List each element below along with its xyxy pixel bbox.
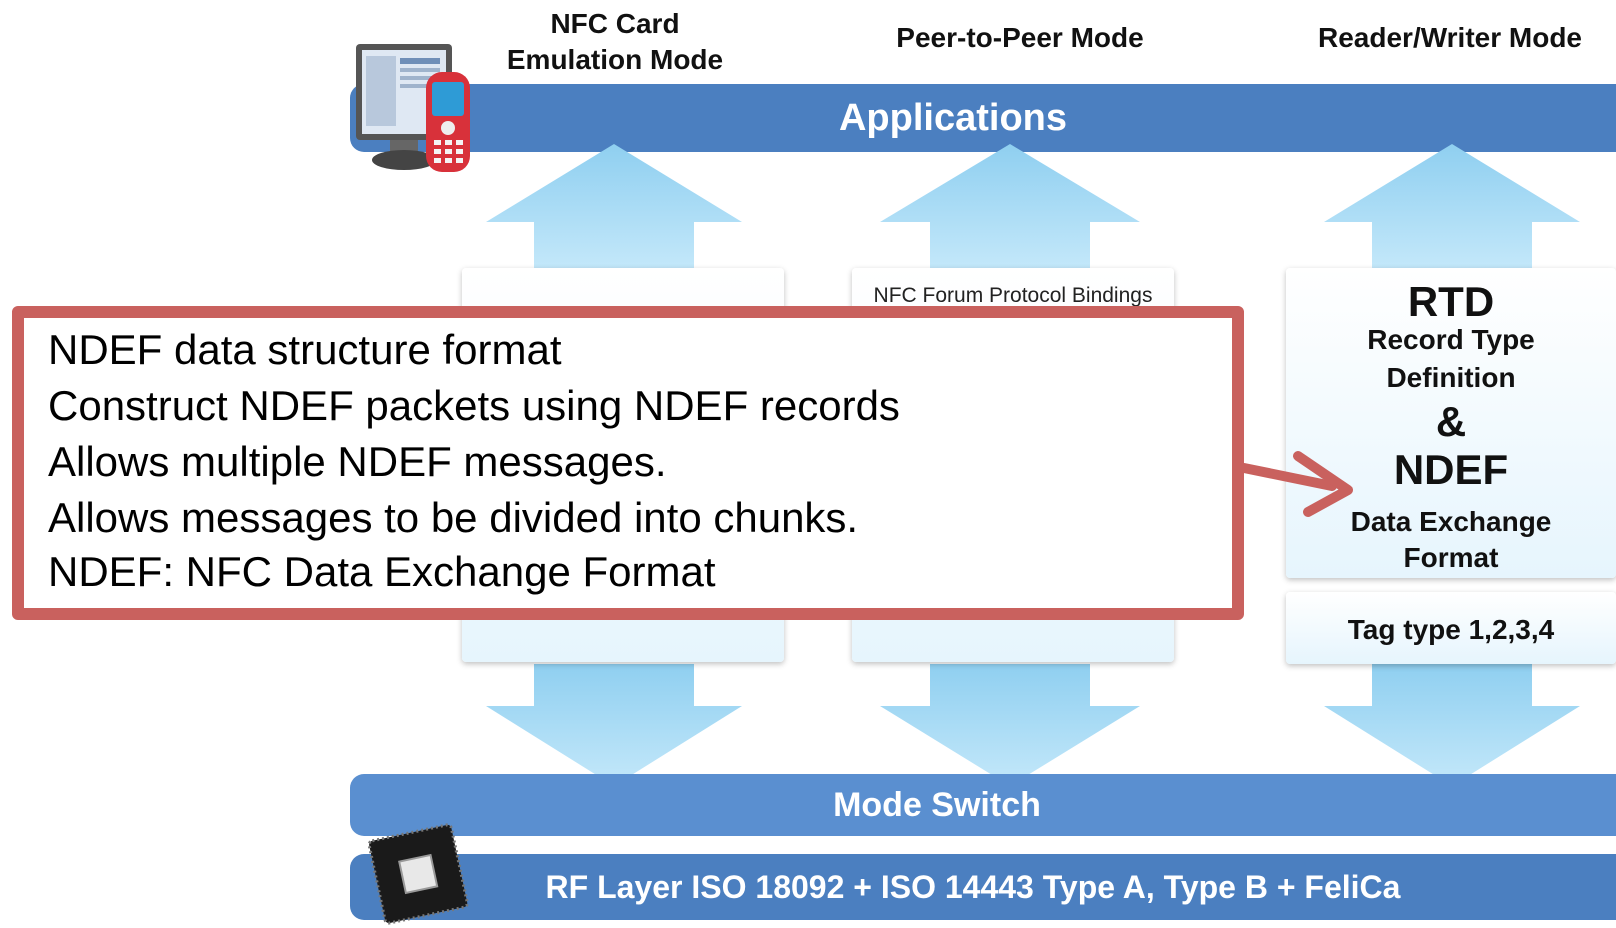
mode-title-card-emulation-line2: Emulation Mode <box>506 44 724 75</box>
mode-switch-band: Mode Switch <box>350 774 1616 836</box>
callout-line-2: Construct NDEF packets using NDEF record… <box>48 382 900 429</box>
up-arrow-p2p <box>880 144 1140 270</box>
mode-title-card-emulation-line1: NFC Card <box>550 8 680 39</box>
applications-band: Applications <box>350 84 1616 152</box>
ndef-line2: Format <box>1403 542 1499 573</box>
computer-phone-icon <box>356 44 470 172</box>
callout-line-1: NDEF data structure format <box>48 326 562 373</box>
rtd-ndef-panel: RTD Record Type Definition & NDEF Data E… <box>1286 268 1616 578</box>
callout-line-5: NDEF: NFC Data Exchange Format <box>48 548 716 595</box>
callout-line-4: Allows messages to be divided into chunk… <box>48 494 859 541</box>
ndef-title: NDEF <box>1393 446 1509 493</box>
mode-title-card-emulation: NFC Card Emulation Mode <box>470 6 760 78</box>
rtd-title: RTD <box>1407 278 1495 325</box>
rtd-line1: Record Type <box>1367 324 1535 355</box>
mode-switch-label: Mode Switch <box>833 786 1041 824</box>
rf-layer-band: RF Layer ISO 18092 + ISO 14443 Type A, T… <box>350 854 1616 920</box>
p2p-panel-label: NFC Forum Protocol Bindings <box>873 284 1153 307</box>
applications-label: Applications <box>838 97 1068 139</box>
up-arrow-card <box>486 144 742 270</box>
rf-layer-label: RF Layer ISO 18092 + ISO 14443 Type A, T… <box>545 869 1401 905</box>
ampersand: & <box>1435 398 1467 445</box>
down-arrow-card <box>486 664 742 786</box>
chip-icon <box>367 823 469 925</box>
down-arrow-p2p <box>880 664 1140 786</box>
rtd-line2: Definition <box>1386 362 1516 393</box>
callout-line-3: Allows multiple NDEF messages. <box>48 438 667 485</box>
ndef-callout: NDEF data structure format Construct NDE… <box>12 306 1244 620</box>
tag-type-label: Tag type 1,2,3,4 <box>1347 614 1555 645</box>
callout-arrow <box>1240 451 1353 517</box>
ndef-line1: Data Exchange <box>1350 506 1552 537</box>
mode-title-peer-to-peer: Peer-to-Peer Mode <box>896 22 1144 53</box>
mode-title-reader-writer: Reader/Writer Mode <box>1318 22 1582 53</box>
down-arrow-rw <box>1324 664 1580 786</box>
tag-type-panel: Tag type 1,2,3,4 <box>1286 592 1616 664</box>
up-arrow-rw <box>1324 144 1580 270</box>
